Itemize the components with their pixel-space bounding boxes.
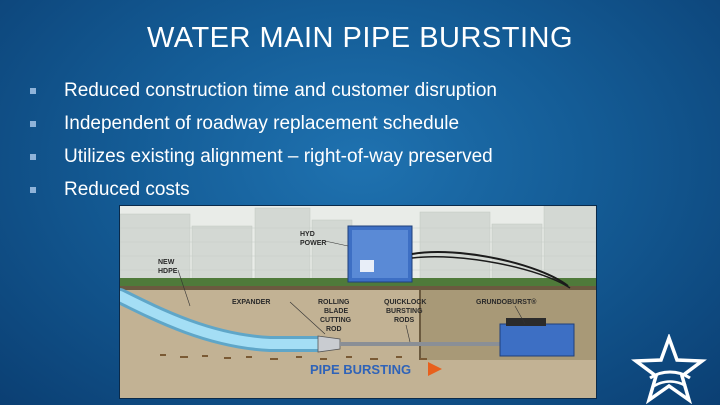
bullet-item: Utilizes existing alignment – right-of-w… [30, 140, 497, 173]
bullet-text: Independent of roadway replacement sched… [64, 112, 460, 134]
diagram-illustration: HYD POWER NEW HDPE EXPANDER ROLLING BLAD… [120, 206, 596, 398]
star-logo-icon [631, 334, 707, 404]
bullet-list: Reduced construction time and customer d… [30, 74, 497, 206]
bullet-square-icon [30, 153, 36, 160]
label-rolling: ROLLING [318, 299, 350, 306]
label-hyd: HYD [300, 231, 315, 238]
bullet-square-icon [30, 186, 36, 193]
diagram-caption: PIPE BURSTING [310, 362, 411, 377]
label-grundoburst: GRUNDOBURST® [476, 298, 537, 306]
bullet-item: Reduced construction time and customer d… [30, 74, 497, 107]
bullet-item: Reduced costs [30, 173, 497, 206]
label-rods: RODS [394, 317, 415, 324]
label-quicklock: QUICKLOCK [384, 299, 426, 306]
bullet-square-icon [30, 120, 36, 127]
label-expander: EXPANDER [232, 299, 270, 306]
bullet-item: Independent of roadway replacement sched… [30, 107, 497, 140]
label-power: POWER [300, 240, 326, 247]
bullet-text: Utilizes existing alignment – right-of-w… [64, 145, 493, 167]
label-bursting: BURSTING [386, 308, 423, 315]
label-hdpe: HDPE [158, 268, 178, 275]
bullet-text: Reduced construction time and customer d… [64, 79, 498, 101]
label-new: NEW [158, 259, 175, 266]
label-blade: BLADE [324, 308, 348, 315]
bullet-text: Reduced costs [64, 178, 190, 200]
bullet-square-icon [30, 87, 36, 94]
slide-title: WATER MAIN PIPE BURSTING [146, 22, 574, 54]
arrow-right-icon [428, 362, 442, 376]
pipe-bursting-diagram: HYD POWER NEW HDPE EXPANDER ROLLING BLAD… [119, 205, 597, 399]
label-cutting: CUTTING [320, 317, 352, 324]
label-rod: ROD [326, 326, 342, 333]
